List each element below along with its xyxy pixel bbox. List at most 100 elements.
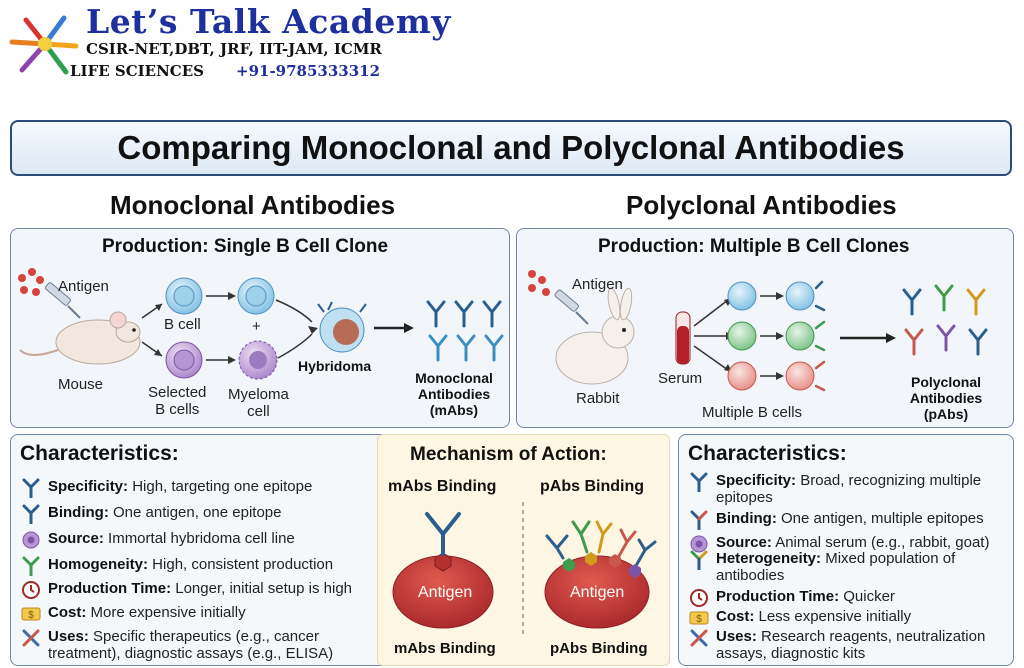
mabs-antigen-label: Antigen: [418, 584, 473, 601]
polyclonal-production-panel: [516, 228, 1014, 428]
poly-characteristics-panel: [678, 434, 1014, 666]
characteristic-item: Production Time: Longer, initial setup i…: [20, 580, 370, 600]
characteristic-item: Source: Immortal hybridoma cell line: [20, 530, 370, 550]
characteristic-label: Cost:: [48, 604, 87, 621]
b-cell-clone-green: [727, 321, 815, 351]
characteristic-item: $ Cost: More expensive initially: [20, 604, 370, 624]
monoclonal-heading: Monoclonal Antibodies: [110, 190, 396, 220]
b-cell-clone-red: [727, 361, 815, 391]
brand-phone: +91-9785333312: [236, 62, 381, 80]
antibody-green-icon: [20, 556, 42, 577]
characteristic-item: Binding: One antigen, one epitope: [20, 504, 370, 525]
pabs-binding-title: pAbs Binding: [540, 478, 644, 495]
polyclonal-production-title: Production: Multiple B Cell Clones: [598, 236, 910, 257]
serum-tube-icon: [675, 311, 691, 365]
svg-text:$: $: [696, 614, 702, 625]
antibody-multi-icon: [688, 550, 710, 571]
mabs-antibody-icon: [425, 512, 461, 556]
polyclonal-production-diagram: [528, 270, 988, 392]
myeloma-cell-icon: [238, 340, 278, 380]
poly-antigen-dots: [528, 270, 550, 296]
svg-text:$: $: [28, 610, 34, 621]
characteristic-item: Source: Animal serum (e.g., rabbit, goat…: [688, 534, 1008, 554]
characteristic-item: Binding: One antigen, multiple epitopes: [688, 510, 1008, 531]
characteristic-item: Uses: Research reagents, neutralization …: [688, 628, 1008, 662]
serum-label: Serum: [658, 370, 703, 387]
hybridoma-label: Hybridoma: [298, 358, 372, 374]
b-cell-icon: [165, 277, 203, 315]
mono-characteristics-heading: Characteristics:: [20, 442, 179, 465]
characteristic-text: Research reagents, neutralization assays…: [716, 628, 986, 662]
characteristic-item: Specificity: Broad, recognizing multiple…: [688, 472, 1008, 506]
characteristic-item: Heterogeneity: Mixed population of antib…: [688, 550, 1008, 584]
pabs-antigen-label: Antigen: [570, 584, 625, 601]
selected-b-cell-icon: [165, 341, 203, 379]
main-title: Comparing Monoclonal and Polyclonal Anti…: [117, 129, 905, 166]
pabs-antigen: [544, 552, 650, 629]
polyclonal-heading: Polyclonal Antibodies: [626, 190, 897, 220]
myeloma-cell-label: Myeloma cell: [228, 386, 289, 420]
characteristic-text: Longer, initial setup is high: [171, 580, 353, 597]
hybridoma-icon: [317, 301, 367, 353]
monoclonal-production-panel: [10, 228, 510, 428]
characteristic-item: $ Cost: Less expensive initially: [688, 608, 1008, 628]
main-title-box: Comparing Monoclonal and Polyclonal Anti…: [10, 120, 1012, 176]
characteristic-label: Binding:: [48, 504, 109, 521]
characteristic-label: Heterogeneity:: [716, 550, 822, 567]
brand-title: Let’s Talk Academy: [86, 2, 451, 41]
monoclonal-product-label: Monoclonal Antibodies (mAbs): [415, 370, 493, 418]
mechanism-title: Mechanism of Action:: [410, 444, 607, 465]
characteristic-item: Specificity: High, targeting one epitope: [20, 478, 370, 499]
characteristic-text: High, consistent production: [148, 556, 334, 573]
characteristic-label: Specificity:: [48, 478, 129, 495]
mono-antigen-label: Antigen: [58, 278, 109, 295]
mouse-icon: [19, 311, 141, 365]
characteristic-text: Animal serum (e.g., rabbit, goat): [771, 534, 990, 551]
antigen-dots: [18, 268, 44, 296]
cell-purple-icon: [20, 530, 42, 550]
antibody-red-icon: [688, 510, 710, 531]
monoclonal-production-title: Production: Single B Cell Clone: [102, 236, 389, 257]
polyclonal-product-label: Polyclonal Antibodies (pAbs): [909, 374, 983, 422]
characteristic-text: Mixed population of antibodies: [716, 550, 956, 584]
characteristic-text: Less expensive initially: [754, 608, 912, 625]
characteristic-label: Uses:: [48, 628, 89, 645]
characteristic-label: Production Time:: [48, 580, 172, 597]
antibody-blue-icon: [20, 478, 42, 499]
b-cell-label: B cell: [164, 316, 201, 333]
money-icon: $: [688, 608, 710, 628]
polyclonal-antibodies-icon: [902, 284, 988, 356]
b-cell-clone-blue: [727, 281, 815, 311]
mabs-binding-title: mAbs Binding: [388, 478, 497, 495]
mabs-binding-caption: mAbs Binding: [394, 640, 496, 657]
pabs-antibodies-icon: [545, 520, 657, 566]
characteristic-text: One antigen, multiple epitopes: [776, 510, 984, 527]
cell-purple-icon: [688, 534, 710, 554]
characteristic-label: Uses:: [716, 628, 757, 645]
academy-logo: [9, 15, 79, 75]
rabbit-icon: [555, 287, 635, 385]
multiple-b-cells-label: Multiple B cells: [702, 404, 803, 421]
poly-syringe-icon: [554, 289, 589, 325]
characteristic-item: Uses: Specific therapeutics (e.g., cance…: [20, 628, 370, 662]
characteristic-text: More expensive initially: [86, 604, 246, 621]
characteristic-label: Specificity:: [716, 472, 797, 489]
tools-icon: [688, 628, 710, 648]
antibody-blue-icon: [688, 472, 710, 493]
characteristic-label: Homogeneity:: [48, 556, 149, 573]
characteristic-text: One antigen, one epitope: [108, 504, 282, 521]
characteristic-text: Specific therapeutics (e.g., cancer trea…: [48, 628, 334, 662]
mouse-label: Mouse: [58, 376, 104, 393]
characteristic-item: Production Time: Quicker: [688, 588, 1008, 608]
characteristic-label: Source:: [716, 534, 772, 551]
poly-characteristics-heading: Characteristics:: [688, 442, 847, 465]
characteristic-label: Cost:: [716, 608, 755, 625]
clock-icon: [688, 588, 710, 608]
selected-b-cells-label: Selected B cells: [148, 384, 207, 418]
brand-subtitle: CSIR-NET,DBT, JRF, IIT-JAM, ICMR: [86, 40, 382, 58]
brand-life-sciences: LIFE SCIENCES: [70, 62, 205, 80]
pabs-binding-caption: pAbs Binding: [550, 640, 648, 657]
characteristic-text: Broad, recognizing multiple epitopes: [716, 472, 982, 506]
characteristic-label: Production Time:: [716, 588, 840, 605]
characteristic-text: High, targeting one epitope: [128, 478, 313, 495]
